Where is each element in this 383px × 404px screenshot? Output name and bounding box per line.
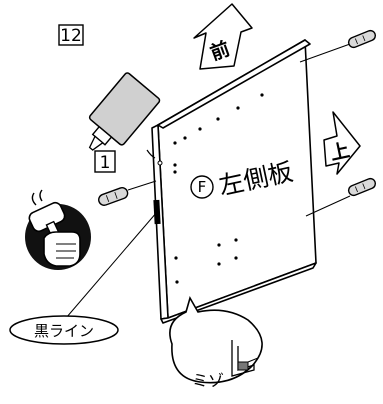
dowel-left	[98, 180, 157, 206]
wooden-dowel-icon	[98, 187, 129, 206]
dowel-right	[305, 177, 377, 217]
black-line-leader	[65, 211, 158, 319]
hammer-tap-icon	[25, 189, 91, 270]
groove-label: ミゾ	[192, 371, 224, 390]
black-line-callout: 黒ライン	[9, 315, 119, 345]
up-arrow-icon	[323, 111, 361, 175]
wooden-dowel-icon	[347, 29, 377, 49]
panel-holes	[173, 93, 264, 284]
black-line-label: 黒ライン	[34, 322, 94, 340]
groove-detail-callout: ミゾ	[169, 295, 263, 390]
panel-badge-letter: F	[198, 178, 207, 196]
wooden-dowel-icon	[347, 177, 377, 197]
part-label-adhesive: 12	[58, 24, 84, 46]
dowel-part-number: 1	[100, 153, 111, 173]
part-label-dowel: 1	[94, 150, 116, 173]
left-side-panel	[151, 39, 317, 324]
front-arrow-icon	[193, 3, 253, 70]
panel-badge-circle	[190, 175, 214, 199]
glue-tube	[88, 72, 163, 166]
up-label: 上	[328, 139, 351, 164]
up-direction-arrow: 上	[323, 111, 361, 175]
adhesive-part-number: 12	[60, 26, 82, 46]
front-direction-arrow: 前	[193, 3, 253, 70]
dowel-top-right	[299, 29, 377, 63]
